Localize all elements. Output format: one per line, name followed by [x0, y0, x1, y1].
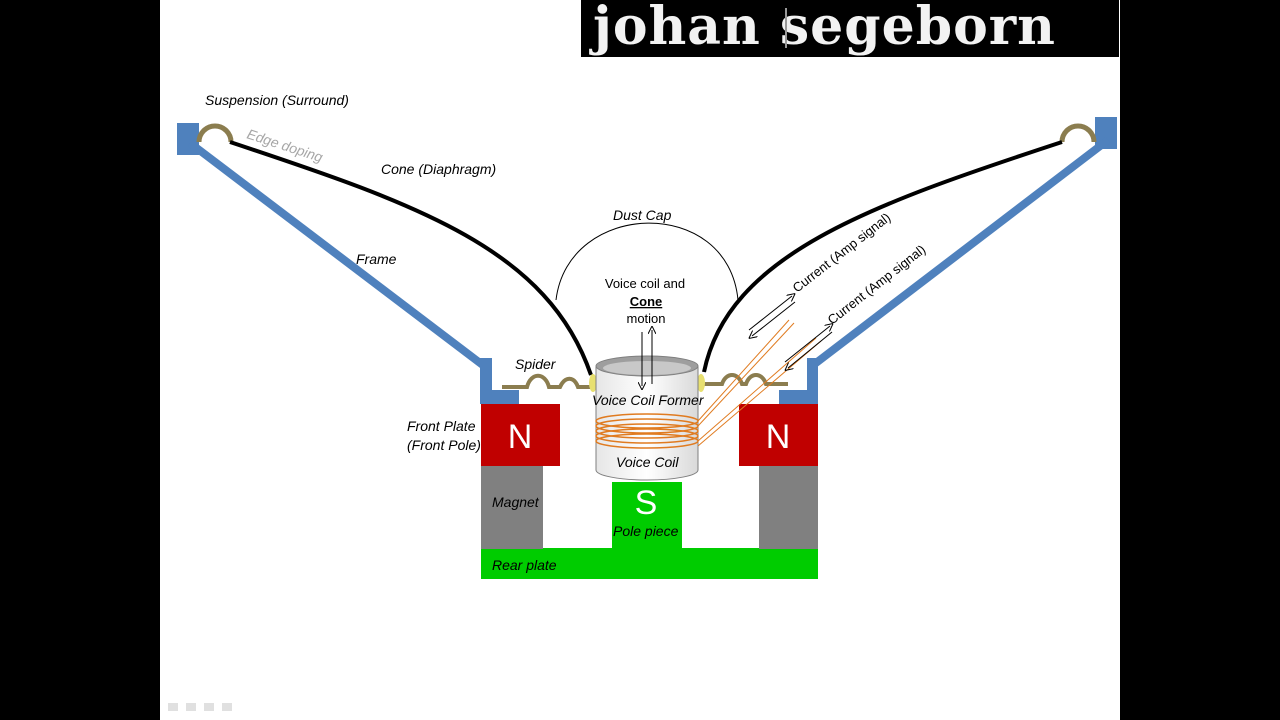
slide-nav-controls[interactable]	[168, 703, 232, 715]
label-front-plate-line2: (Front Pole)	[407, 437, 481, 453]
magnet-right	[759, 465, 818, 549]
logo-divider	[785, 8, 787, 48]
brand-logo: johan segeborn	[581, 0, 1119, 57]
label-dust-cap: Dust Cap	[613, 207, 672, 223]
north-pole-left-label: N	[508, 418, 533, 456]
former-top-inner	[603, 361, 691, 375]
current-arrow-upper-b	[752, 301, 796, 336]
current-arrow-lower-a	[784, 326, 830, 363]
current-arrow-upper-a	[748, 296, 792, 331]
pole-piece	[612, 482, 682, 549]
pen-icon[interactable]	[186, 703, 196, 711]
slide-menu-icon[interactable]	[204, 703, 214, 711]
magnet-left	[481, 465, 543, 549]
spider-right	[702, 373, 788, 386]
lead-wires	[697, 319, 822, 447]
prev-slide-icon[interactable]	[168, 703, 178, 711]
glue-joint-left	[589, 374, 597, 392]
label-motion-line2: Cone	[630, 294, 663, 309]
frame-right-basket	[779, 358, 818, 404]
label-front-plate-line1: Front Plate	[407, 418, 476, 434]
label-motion-line1: Voice coil and	[605, 276, 685, 291]
glue-joint-right	[697, 374, 705, 392]
logo-text: johan segeborn	[593, 0, 1056, 57]
label-cone: Cone (Diaphragm)	[381, 161, 496, 177]
rear-plate	[481, 548, 818, 579]
surround-right	[1059, 123, 1097, 143]
cone-left	[229, 140, 593, 376]
front-plate-right	[739, 404, 818, 466]
next-slide-icon[interactable]	[222, 703, 232, 711]
label-voice-coil-former: Voice Coil Former	[592, 392, 705, 408]
label-suspension: Suspension (Surround)	[205, 92, 349, 108]
label-rear-plate: Rear plate	[492, 557, 557, 573]
north-pole-right-label: N	[766, 418, 791, 456]
current-arrow-lower-b	[788, 331, 833, 368]
front-plate-left	[481, 404, 560, 466]
label-frame: Frame	[356, 251, 397, 267]
frame-left-basket	[480, 358, 519, 404]
label-spider: Spider	[515, 356, 557, 372]
cone-right	[702, 140, 1063, 373]
label-motion-line3: motion	[626, 311, 665, 326]
label-pole-piece: Pole piece	[613, 523, 679, 539]
spider-left	[502, 373, 594, 389]
frame-left-arm	[187, 139, 487, 370]
south-pole-label: S	[635, 484, 658, 522]
dust-cap	[555, 222, 739, 301]
surround-left	[196, 123, 234, 143]
label-magnet: Magnet	[492, 494, 540, 510]
frame-right-arm	[809, 136, 1111, 370]
label-voice-coil: Voice Coil	[616, 454, 679, 470]
